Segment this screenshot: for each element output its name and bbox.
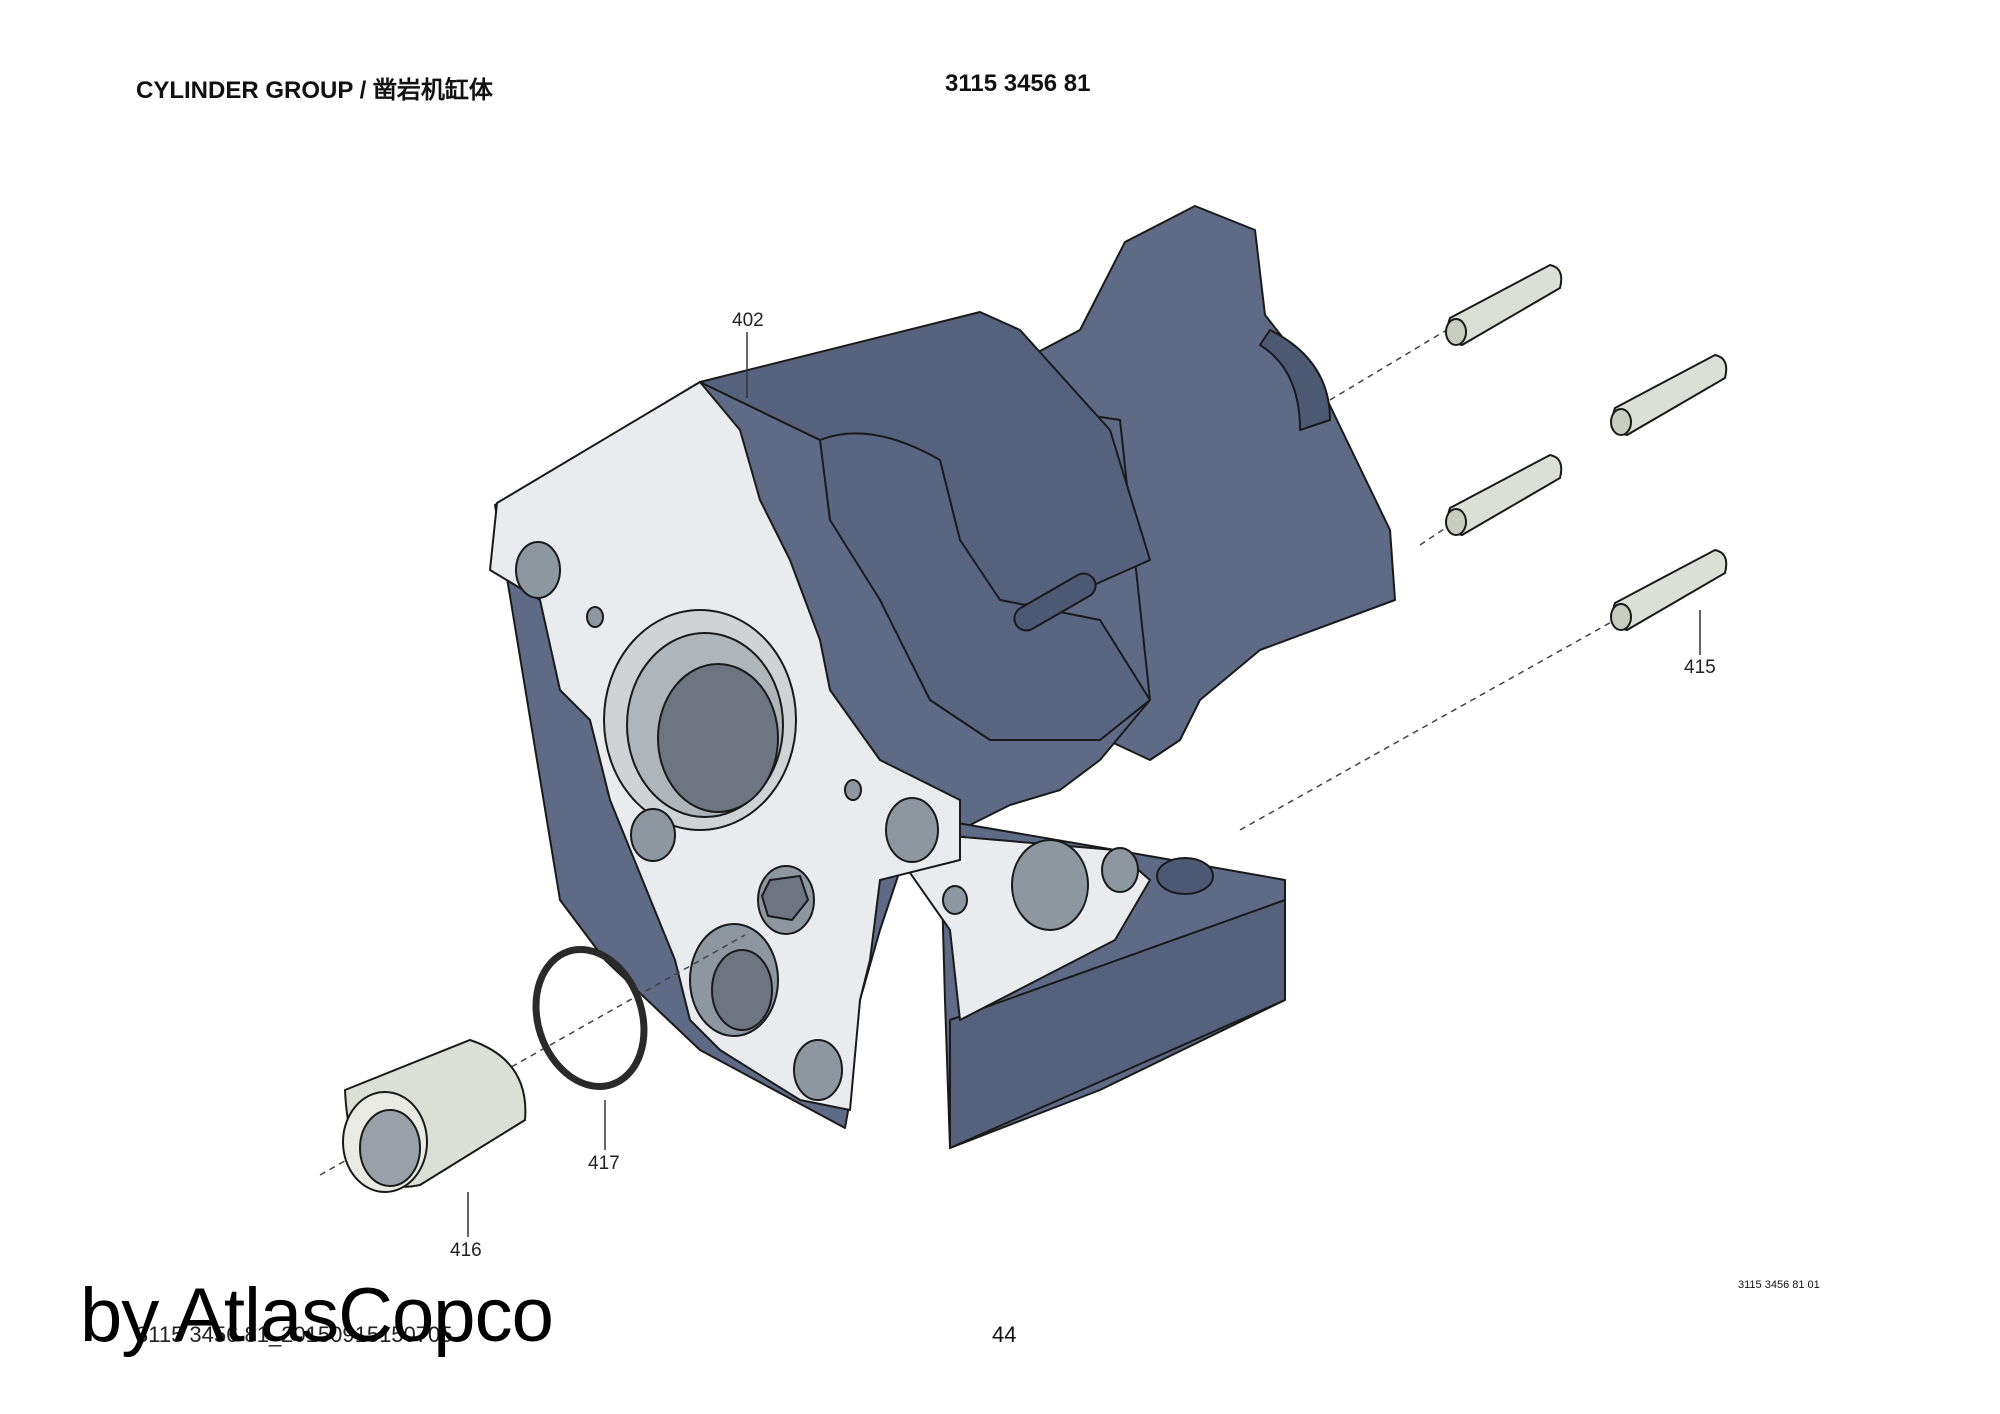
file-reference: 3115 3456 81_20150915150705	[136, 1322, 453, 1347]
callout-417: 417	[588, 1153, 620, 1174]
callout-416: 416	[450, 1240, 482, 1261]
drawing-code: 3115 3456 81 01	[1738, 1279, 1820, 1291]
callout-leaders	[467, 332, 1701, 1237]
o-ring-part-417	[532, 946, 648, 1090]
watermark-text: by AtlasCopco	[80, 1273, 554, 1358]
callout-402: 402	[732, 310, 764, 331]
bushing-part-416	[342, 1038, 527, 1193]
dowel-pins-part-415	[1445, 263, 1728, 632]
page-number: 44	[992, 1322, 1017, 1347]
page-title: CYLINDER GROUP / 凿岩机缸体	[136, 77, 493, 104]
callout-415: 415	[1684, 657, 1716, 678]
front-flange-face	[489, 381, 961, 1111]
part-number: 3115 3456 81	[945, 70, 1091, 97]
